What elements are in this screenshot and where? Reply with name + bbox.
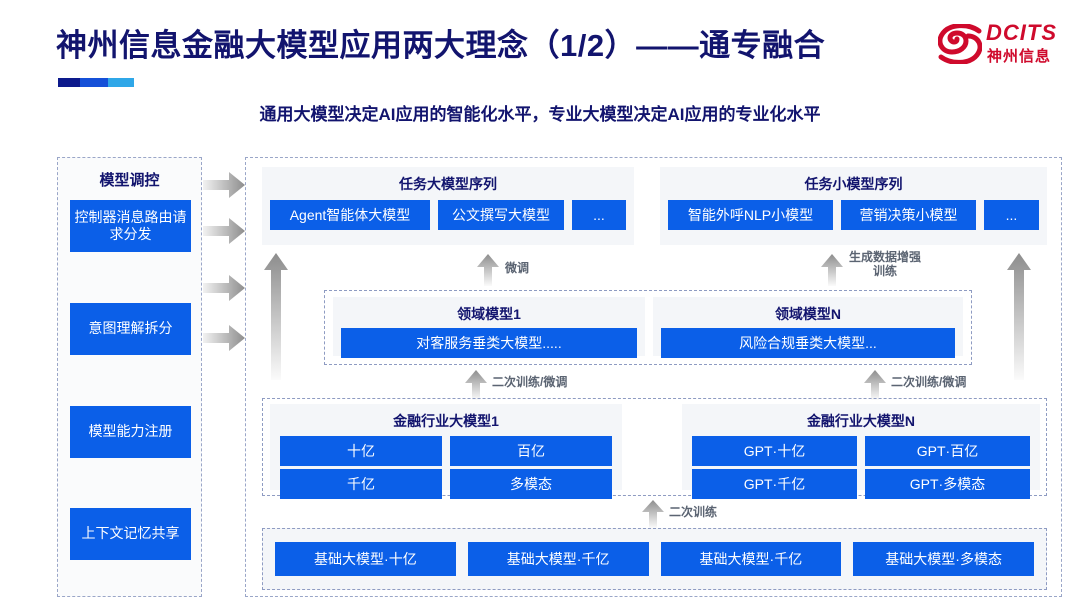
arrow-up-icon-retrain-left [465, 370, 487, 400]
control-item-registry[interactable]: 模型能力注册 [70, 406, 191, 458]
control-item-context[interactable]: 上下文记忆共享 [70, 508, 191, 560]
control-column: 模型调控 控制器消息路由请求分发 意图理解拆分 模型能力注册 上下文记忆共享 [57, 157, 202, 597]
arrow-label-retrain-base: 二次训练 [669, 505, 718, 519]
base-chip-1000b[interactable]: 基础大模型·千亿 [660, 542, 842, 576]
task-chip-more-2[interactable]: ... [984, 200, 1039, 230]
industry-model-n-panel: 金融行业大模型N GPT·十亿 GPT·百亿 GPT·千亿 GPT·多模态 [682, 404, 1040, 499]
task-small-model-panel: 任务小模型序列 智能外呼NLP小模型 营销决策小模型 ... [660, 167, 1047, 245]
domain-model-group: 领域模型1 对客服务垂类大模型..... 领域模型N 风险合规垂类大模型... [324, 290, 972, 365]
arrow-label-retrain-right: 二次训练/微调 [891, 375, 967, 389]
dcits-swirl-icon [938, 24, 982, 64]
domain-model-1-title: 领域模型1 [457, 306, 521, 322]
arrow-up-icon-tall-right [1007, 253, 1031, 380]
industry-model-1-panel: 金融行业大模型1 十亿 百亿 千亿 多模态 [270, 404, 622, 499]
domain-model-n-panel: 领域模型N 风险合规垂类大模型... [653, 297, 963, 358]
industry-model-n-title: 金融行业大模型N [806, 413, 916, 429]
page-title: 神州信息金融大模型应用两大理念（1/2）——通专融合 [56, 28, 826, 63]
arrow-label-data-augment: 生成数据增强 训练 [849, 250, 922, 278]
arrow-right-icon-2 [203, 218, 245, 244]
domain-chip-risk-compliance[interactable]: 风险合规垂类大模型... [661, 328, 955, 358]
arrow-right-icon-3 [203, 275, 245, 301]
logo-wordmark-en: DCITS [986, 20, 1057, 45]
industry-chip-100b[interactable]: 千亿 [280, 469, 442, 499]
arrow-up-icon-finetune [477, 254, 499, 286]
control-item-intent[interactable]: 意图理解拆分 [70, 303, 191, 355]
industry-model-group: 金融行业大模型1 十亿 百亿 千亿 多模态 金融行业大模型N GPT·十亿 GP… [262, 398, 1047, 499]
domain-model-n-title: 领域模型N [774, 306, 842, 322]
arrow-up-icon-retrain-right [864, 370, 886, 400]
industry-chip-1b[interactable]: 十亿 [280, 436, 442, 466]
industry-chip-gpt-10b[interactable]: GPT·百亿 [865, 436, 1030, 466]
control-column-title: 模型调控 [99, 172, 160, 189]
arrow-up-icon-retrain-base [642, 500, 664, 528]
industry-chip-gpt-100b[interactable]: GPT·千亿 [692, 469, 857, 499]
base-model-group: 基础大模型·十亿 基础大模型·千亿 基础大模型·千亿 基础大模型·多模态 [262, 528, 1047, 590]
slide-header: 神州信息金融大模型应用两大理念（1/2）——通专融合 通用大模型决定AI应用的智… [0, 0, 1080, 140]
base-chip-100b[interactable]: 基础大模型·千亿 [467, 542, 649, 576]
arrow-right-icon-4 [203, 325, 245, 351]
base-chip-1b[interactable]: 基础大模型·十亿 [275, 542, 456, 576]
task-large-model-title: 任务大模型序列 [399, 176, 497, 192]
dcits-logo: DCITS 神州信息 [938, 20, 1066, 72]
task-small-model-title: 任务小模型序列 [804, 176, 903, 192]
control-item-router[interactable]: 控制器消息路由请求分发 [70, 200, 191, 252]
industry-chip-10b[interactable]: 百亿 [450, 436, 612, 466]
architecture-diagram: 模型调控 控制器消息路由请求分发 意图理解拆分 模型能力注册 上下文记忆共享 [0, 140, 1080, 608]
industry-chip-gpt-1b[interactable]: GPT·十亿 [692, 436, 857, 466]
arrow-up-icon-data-augment [821, 254, 843, 286]
title-underline-rule [58, 78, 134, 87]
task-large-model-panel: 任务大模型序列 Agent智能体大模型 公文撰写大模型 ... [262, 167, 634, 245]
task-chip-more[interactable]: ... [572, 200, 626, 230]
model-stack-container: 任务大模型序列 Agent智能体大模型 公文撰写大模型 ... 任务小模型序列 … [245, 157, 1062, 597]
arrow-right-icon-1 [203, 172, 245, 198]
task-chip-marketing[interactable]: 营销决策小模型 [841, 200, 976, 230]
industry-chip-gpt-multi[interactable]: GPT·多模态 [865, 469, 1030, 499]
task-chip-doc[interactable]: 公文撰写大模型 [438, 200, 564, 230]
logo-wordmark-cn: 神州信息 [987, 48, 1052, 65]
task-chip-agent[interactable]: Agent智能体大模型 [270, 200, 430, 230]
industry-model-1-title: 金融行业大模型1 [393, 413, 499, 429]
arrow-label-retrain-left: 二次训练/微调 [492, 375, 568, 389]
arrow-up-icon-tall-left [264, 253, 288, 380]
base-chip-multi[interactable]: 基础大模型·多模态 [853, 542, 1034, 576]
domain-chip-customer-service[interactable]: 对客服务垂类大模型..... [341, 328, 637, 358]
slide-subtitle: 通用大模型决定AI应用的智能化水平，专业大模型决定AI应用的专业化水平 [259, 105, 821, 124]
industry-chip-multi[interactable]: 多模态 [450, 469, 612, 499]
domain-model-1-panel: 领域模型1 对客服务垂类大模型..... [333, 297, 645, 358]
arrow-label-finetune: 微调 [505, 261, 530, 275]
task-chip-nlp[interactable]: 智能外呼NLP小模型 [668, 200, 833, 230]
